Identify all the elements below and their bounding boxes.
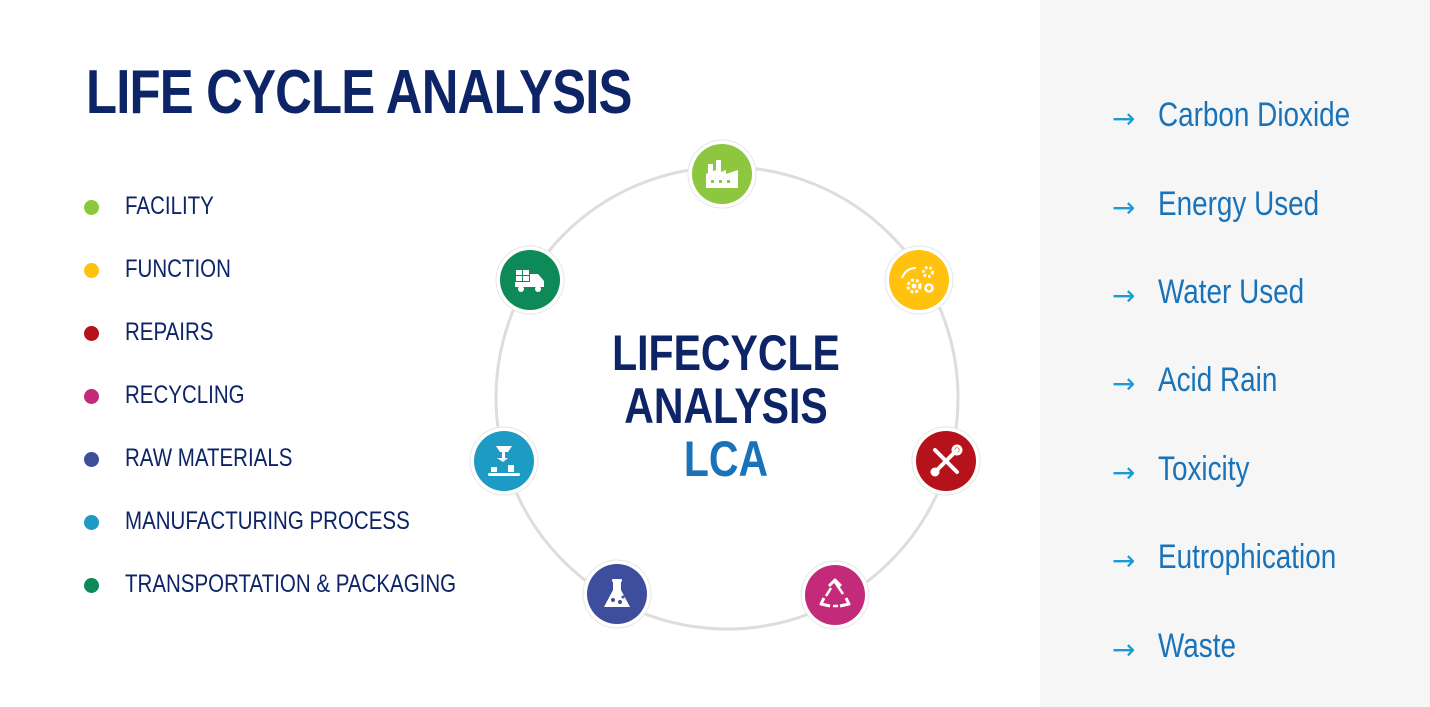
arrow-right-icon: → [1112, 191, 1136, 224]
node-repairs [911, 426, 981, 496]
lifecycle-diagram [469, 139, 981, 631]
arrow-right-icon: → [1112, 102, 1136, 135]
legend-label: RAW MATERIALS [125, 444, 293, 472]
impact-label: Water Used [1158, 273, 1305, 311]
legend-dot [84, 389, 99, 404]
gears-icon [901, 266, 934, 294]
legend-label: REPAIRS [125, 318, 214, 346]
impact-label: Carbon Dioxide [1158, 96, 1351, 134]
center-title: LIFECYCLE ANALYSIS LCA [586, 327, 866, 486]
node-transportation [495, 245, 565, 315]
center-title-abbreviation: LCA [683, 431, 769, 487]
impact-label: Waste [1158, 627, 1236, 665]
node-facility [687, 139, 757, 209]
center-title-line2: ANALYSIS [624, 378, 828, 434]
flask-icon [604, 579, 630, 607]
tools-icon [930, 444, 963, 477]
legend-label: RECYCLING [125, 381, 245, 409]
legend-dot [84, 200, 99, 215]
arrow-right-icon: → [1112, 279, 1136, 312]
factory-icon [706, 160, 738, 188]
legend-dot [84, 452, 99, 467]
conveyor-icon [488, 446, 520, 476]
legend-label: FUNCTION [125, 255, 231, 283]
node-function [884, 245, 954, 315]
truck-icon [515, 270, 544, 292]
impact-label: Toxicity [1158, 450, 1250, 488]
center-title-line1: LIFECYCLE [612, 325, 840, 381]
legend-dot [84, 326, 99, 341]
impact-label: Acid Rain [1158, 361, 1278, 399]
arrow-right-icon: → [1112, 544, 1136, 577]
legend-label: FACILITY [125, 192, 214, 220]
node-raw-materials [582, 559, 652, 629]
arrow-right-icon: → [1112, 367, 1136, 400]
node-manufacturing [469, 426, 539, 496]
arrow-right-icon: → [1112, 456, 1136, 489]
node-recycling [800, 560, 870, 630]
legend-label: TRANSPORTATION & PACKAGING [125, 570, 457, 598]
legend-dot [84, 263, 99, 278]
legend-dot [84, 515, 99, 530]
impact-label: Eutrophication [1158, 538, 1337, 576]
legend-label: MANUFACTURING PROCESS [125, 507, 410, 535]
impacts-panel [1040, 0, 1430, 707]
impact-label: Energy Used [1158, 185, 1320, 223]
arrow-right-icon: → [1112, 633, 1136, 666]
recycle-icon [819, 578, 851, 608]
page-title: LIFE CYCLE ANALYSIS [86, 58, 632, 127]
legend-dot [84, 578, 99, 593]
